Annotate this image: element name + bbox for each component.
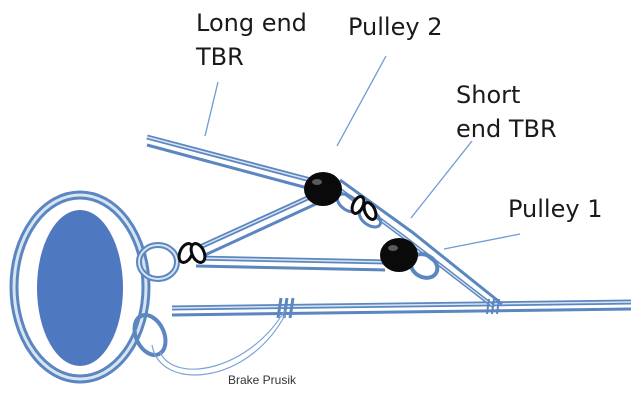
label-brake-prusik: Brake Prusik xyxy=(228,373,297,387)
label-pulley-2: Pulley 2 xyxy=(348,13,443,41)
knot-anchor xyxy=(177,242,207,264)
brake-prusik-wrap xyxy=(276,297,295,319)
anchor-body xyxy=(37,210,123,366)
pulley-1-prusik-wrap xyxy=(486,298,500,315)
pointer-pulley-2 xyxy=(336,55,387,147)
pulley-1 xyxy=(380,238,418,272)
anchor xyxy=(9,190,180,384)
pointer-pulley-1 xyxy=(443,233,521,250)
pointer-short-end xyxy=(410,140,473,219)
main-rope xyxy=(171,299,631,317)
knot-between-pulleys xyxy=(350,195,378,221)
rope-anchor-to-pulley-2 xyxy=(198,193,319,257)
anchor-carabiner-ring-highlight xyxy=(138,244,178,280)
anchor-ring-highlight xyxy=(12,193,148,381)
pointer-long-end xyxy=(204,81,219,137)
brake-prusik-loop xyxy=(132,309,286,376)
rope-anchor-to-pulley-1 xyxy=(195,255,386,272)
pointer-lines xyxy=(204,55,521,250)
pulley-2 xyxy=(304,172,342,206)
label-long-end-tbr: Long end TBR xyxy=(196,9,307,71)
label-pulley-1: Pulley 1 xyxy=(508,195,603,223)
long-end-rope xyxy=(146,134,323,192)
label-short-end-tbr: Short end TBR xyxy=(456,81,557,143)
